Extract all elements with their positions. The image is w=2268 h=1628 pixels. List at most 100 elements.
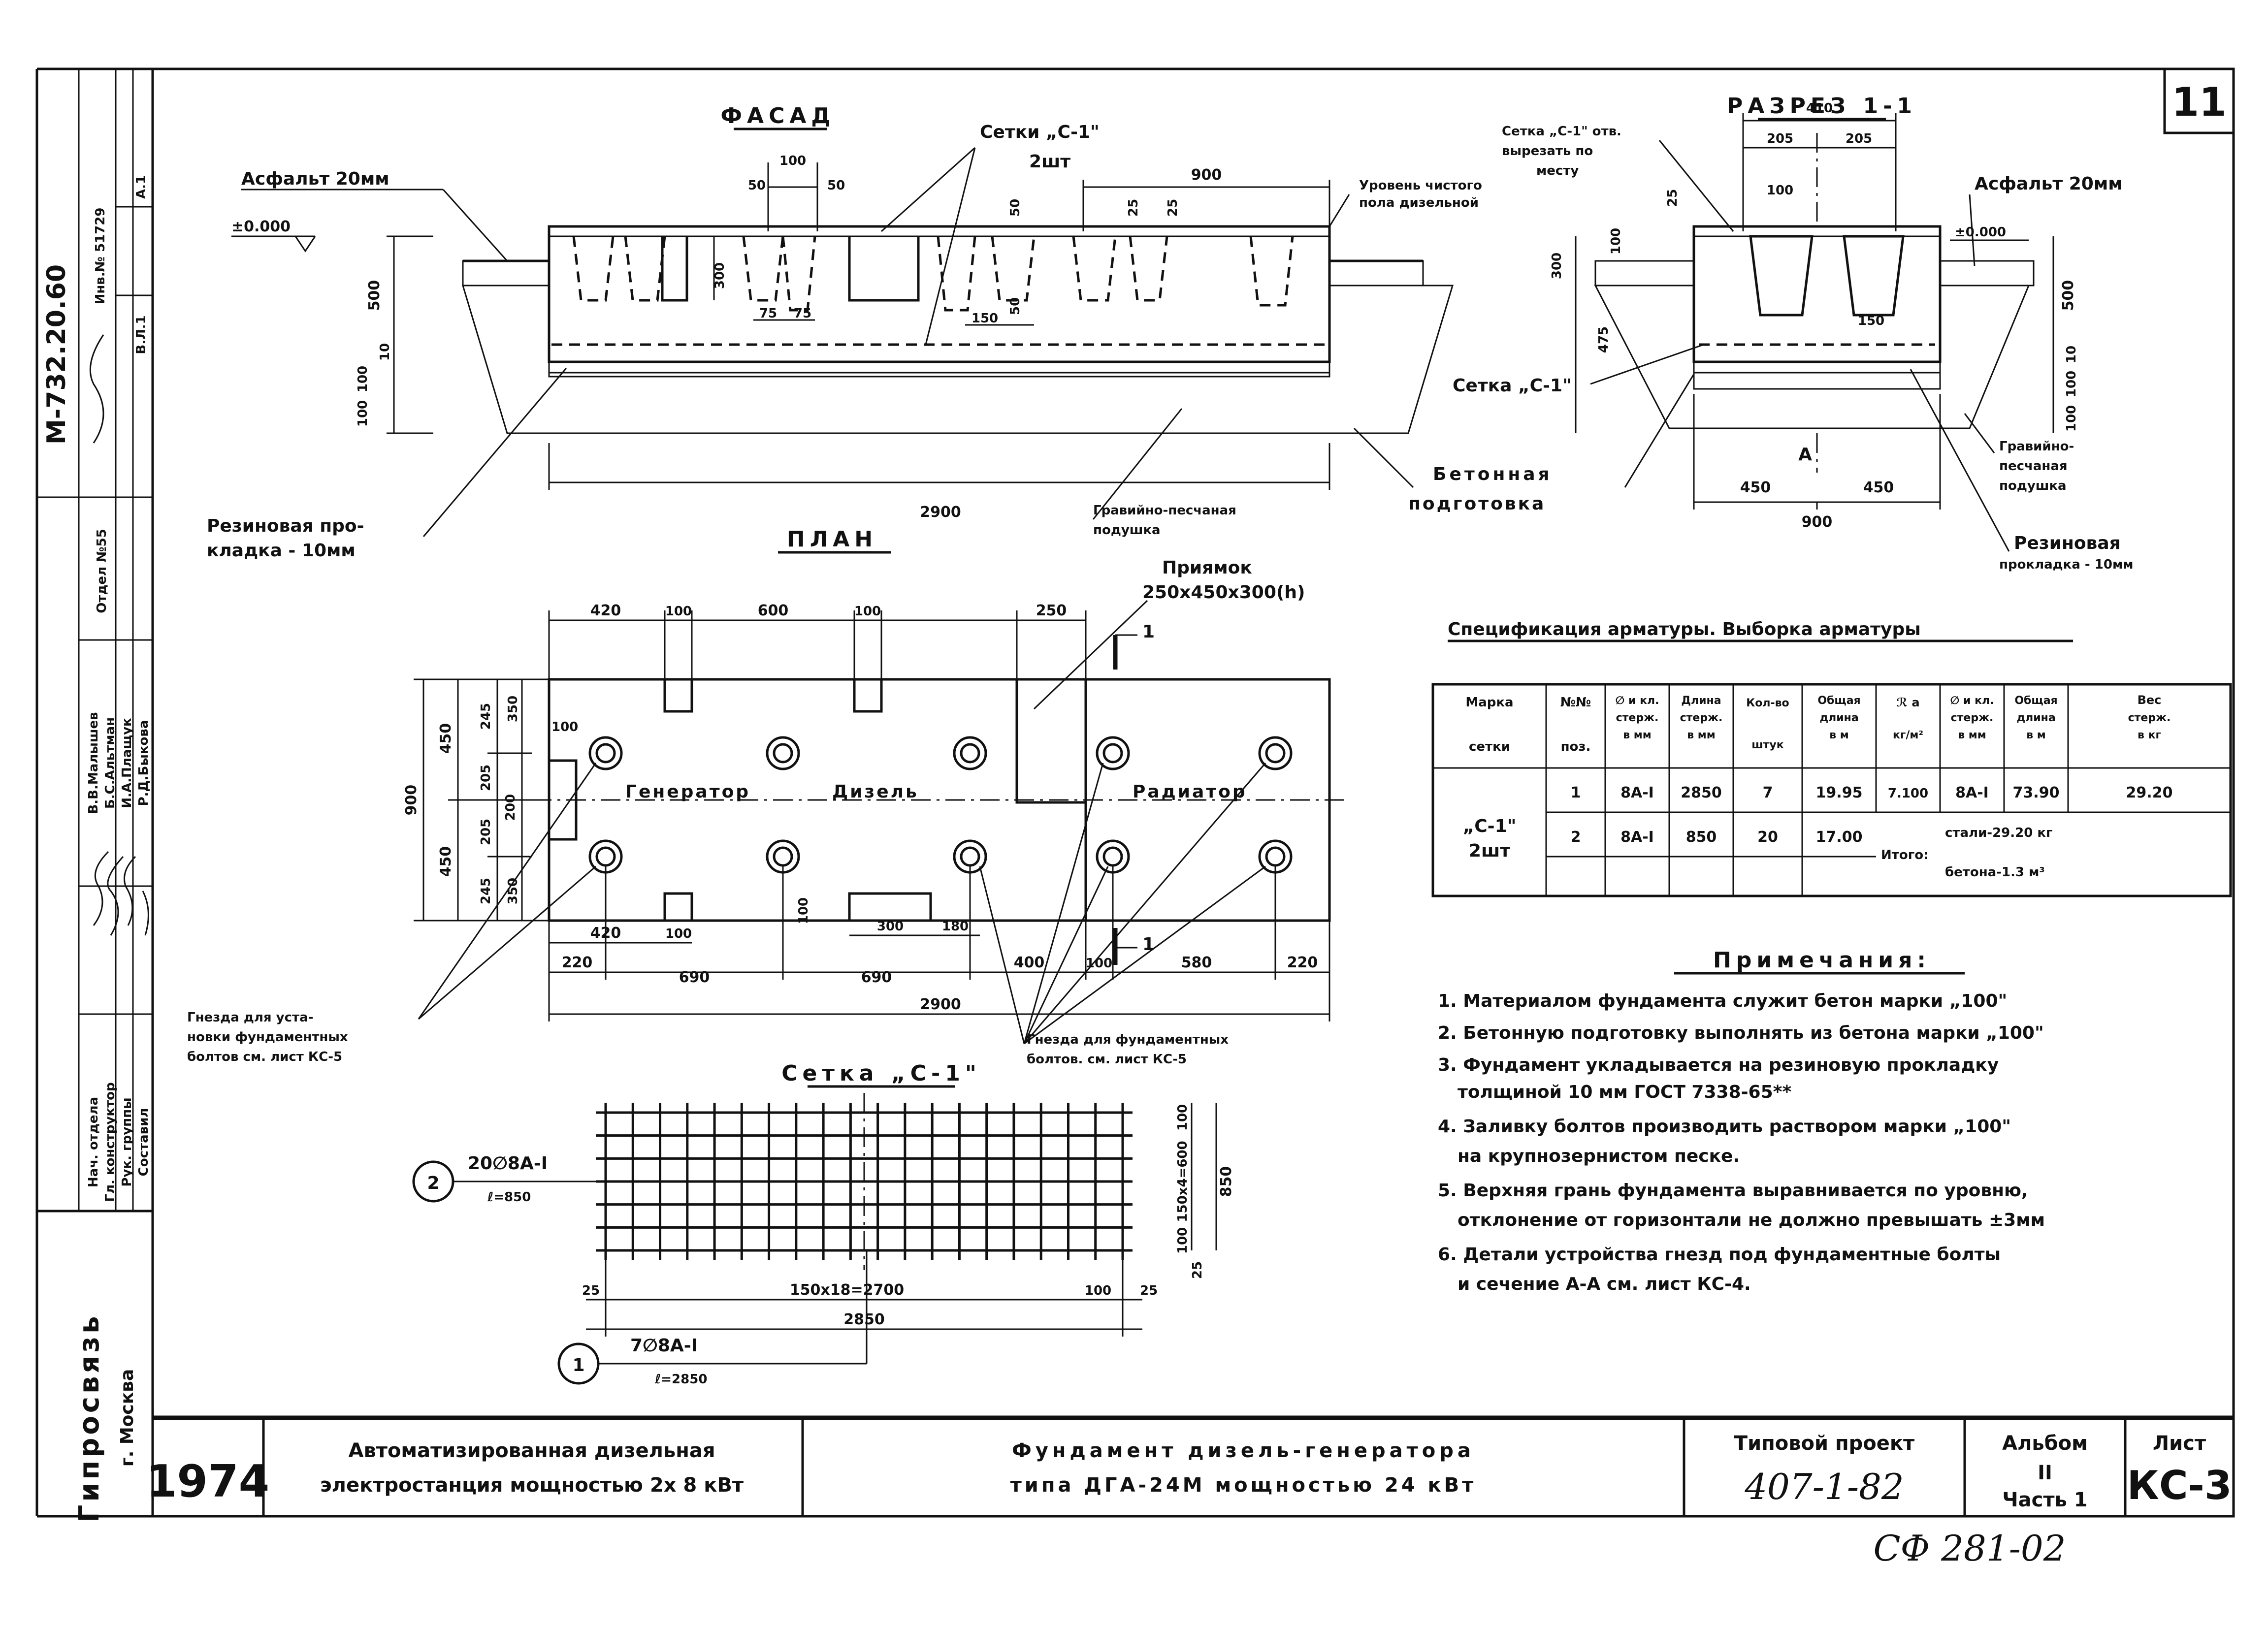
section-socket-2 <box>1843 235 1905 317</box>
sockets-right-label-1: Гнезда для фундаментных <box>1027 1032 1229 1047</box>
spec-r2-len: 850 <box>1686 829 1717 846</box>
facade-mesh-count: 2шт <box>1029 152 1070 172</box>
facade-dim-900: 900 <box>1191 166 1222 184</box>
spec-mark-count: 2шт <box>1469 841 1510 861</box>
mesh-pos1-number: 1 <box>572 1355 584 1375</box>
spec-h-mark-2: сетки <box>1469 739 1510 754</box>
spec-table: Спецификация арматуры. Выборка арматуры … <box>1431 619 2232 897</box>
tb-sheet-label: Лист <box>2153 1432 2206 1455</box>
section-dim-500: 500 <box>2060 280 2077 311</box>
concrete-prep-label-1: Бетонная <box>1433 464 1553 484</box>
section-view: РАЗРЕЗ 1-1 А Сетка „С-1" отв. вырезать п… <box>1353 94 2133 572</box>
section-dim-450a: 450 <box>1740 479 1771 496</box>
section-dim-205a: 205 <box>1767 131 1793 146</box>
spec-r1-pos: 1 <box>1571 784 1581 801</box>
facade-asphalt-right <box>1328 260 1424 287</box>
floor-level-label-2: пола дизельной <box>1359 195 1479 210</box>
role-author: Составил <box>136 1108 151 1177</box>
section-dim-10: 10 <box>2064 346 2079 363</box>
spec-total-steel: стали-29.20 кг <box>1945 826 2053 840</box>
facade-dim-300: 300 <box>713 262 727 289</box>
note-5b: отклонение от горизонтали не должно прев… <box>1458 1210 2045 1230</box>
name-chief-designer: Б.С.Альтман <box>103 717 118 809</box>
mesh-dim-100c: 100 <box>1175 1227 1190 1254</box>
plan-dim-left-350a: 350 <box>506 696 520 722</box>
facade-dim-50c: 50 <box>1008 297 1023 315</box>
note-3b: толщиной 10 мм ГОСТ 7338-65** <box>1458 1082 1791 1102</box>
tb-sheet-number: КС-3 <box>2127 1463 2232 1508</box>
tb-part: Часть 1 <box>2002 1489 2087 1511</box>
facade-rubber-gasket <box>548 361 1330 374</box>
spec-r1-total2: 73.90 <box>2013 784 2060 801</box>
facade-asphalt-left <box>462 260 550 287</box>
facade-dimensions <box>387 162 1330 490</box>
section-asphalt-left <box>1594 260 1695 287</box>
facade-dim-100a: 100 <box>356 366 370 392</box>
plan-dim-left-450b: 450 <box>437 846 454 877</box>
plan-dim-bottom-690b: 690 <box>861 969 892 986</box>
organization: Гипросвязь <box>73 1313 105 1523</box>
mesh-pos1-spec: 7∅8А-I <box>630 1336 698 1356</box>
plan-cut-bottom: 1 <box>1142 934 1155 955</box>
section-mesh-hole-3: месту <box>1536 163 1579 178</box>
spec-mark: „С-1" <box>1463 816 1517 836</box>
plan-dim-left-100: 100 <box>551 720 578 734</box>
section-level: ±0.000 <box>1955 225 2006 240</box>
plan-dim-left-200: 200 <box>503 794 518 821</box>
signature-marks <box>89 334 149 936</box>
section-dim-475: 475 <box>1596 326 1611 353</box>
plan-dim-bottom-100a: 100 <box>665 926 692 941</box>
plan-view: ПЛАН Генератор Дизель Радиат <box>187 527 1349 1067</box>
role-chief-designer: Гл. конструктор <box>103 1082 118 1202</box>
spec-h-ra-1: ℛ а <box>1896 696 1919 709</box>
tb-drawing-2: типа ДГА-24М мощностью 24 кВт <box>1010 1474 1477 1497</box>
spec-row-1: 1 8А-I 2850 7 19.95 7.100 8А-I 73.90 29.… <box>1571 784 2173 801</box>
facade-dim-100: 100 <box>779 154 806 168</box>
spec-h-len-1: Длина <box>1681 695 1721 707</box>
floor-level-label-1: Уровень чистого <box>1359 178 1482 193</box>
spec-h-ra-2: кг/м² <box>1893 729 1923 741</box>
spec-h-len-2: стерж. <box>1680 712 1723 724</box>
spec-total-label: Итого: <box>1881 848 1929 862</box>
note-5a: 5. Верхняя грань фундамента выравниваетс… <box>1438 1181 2028 1201</box>
inventory-number: Инв.№ 51729 <box>93 208 108 305</box>
concrete-prep-label-2: подготовка <box>1408 494 1546 514</box>
facade-gravel-label-2: подушка <box>1093 523 1161 538</box>
plan-dim-bottom-420: 420 <box>590 925 621 942</box>
spec-h-total-1: Общая <box>1817 695 1860 707</box>
archive-code: М-732.20.60 <box>42 264 71 445</box>
facade-dim-500: 500 <box>366 280 383 311</box>
section-dim-300: 300 <box>1550 253 1564 279</box>
section-dim-100a: 100 <box>1609 228 1623 255</box>
spec-h-pos-1: №№ <box>1560 695 1591 710</box>
mesh-pos1-length: ℓ=2850 <box>654 1372 707 1387</box>
spec-h-dia2-1: ∅ и кл. <box>1950 695 1994 707</box>
role-group-lead: Рук. группы <box>120 1097 134 1186</box>
mesh-dim-25b: 25 <box>1140 1283 1158 1298</box>
section-dim-25: 25 <box>1665 189 1680 207</box>
facade-bolt-sockets <box>572 236 1294 312</box>
spec-h-dia2-2: стерж. <box>1951 712 1994 724</box>
spec-r2-total: 17.00 <box>1816 829 1863 846</box>
plan-dim-left-245b: 245 <box>479 878 493 904</box>
spec-total-concrete: бетона-1.3 м³ <box>1945 865 2045 880</box>
facade-dim-2900: 2900 <box>920 504 961 521</box>
tb-drawing-1: Фундамент дизель-генератора <box>1012 1439 1475 1462</box>
plan-dim-bottom-180: 180 <box>942 919 969 934</box>
note-1: 1. Материалом фундамента служит бетон ма… <box>1438 991 2007 1011</box>
spec-r1-dia2: 8А-I <box>1955 784 1989 801</box>
plan-recess-top-1 <box>663 678 693 713</box>
plan-dims-left-lines <box>414 678 549 922</box>
plan-dim-bottom-220b: 220 <box>1287 954 1318 971</box>
plan-dim-left-900: 900 <box>403 785 420 816</box>
tb-project-number: 407-1-82 <box>1744 1466 1904 1507</box>
spec-r2-dia: 8А-I <box>1620 829 1654 846</box>
plan-pit-label-1: Приямок <box>1162 558 1252 578</box>
plan-dim-left-245a: 245 <box>479 703 493 730</box>
side-stamp: М-732.20.60 Инв.№ 51729 А.1 В.Л.1 Отдел … <box>37 69 153 1522</box>
facade-dim-50b: 50 <box>827 178 845 193</box>
spec-r1-len: 2850 <box>1681 784 1722 801</box>
sheet-number-box <box>2163 67 2235 134</box>
plan-recess-top-2 <box>853 678 883 713</box>
